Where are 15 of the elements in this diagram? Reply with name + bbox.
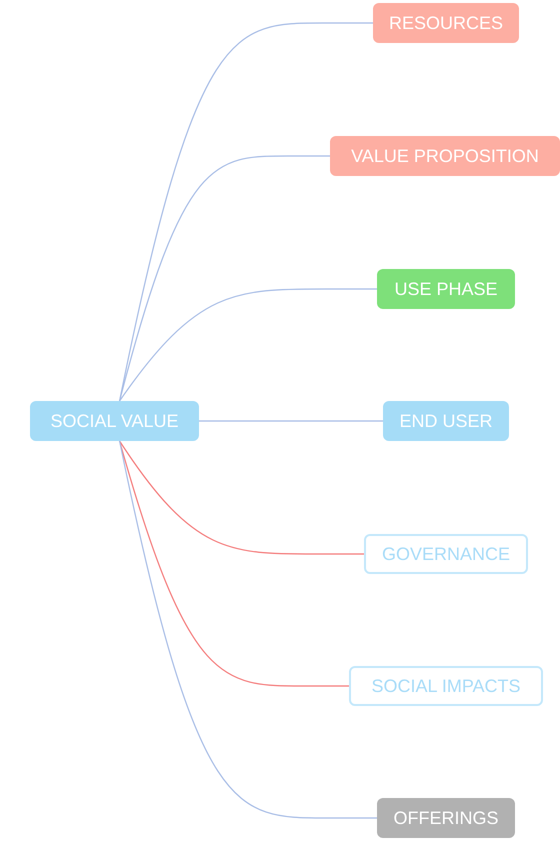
connector-line	[119, 440, 364, 555]
connector-line	[119, 288, 377, 402]
connector-line	[199, 420, 383, 422]
topic-box: END USER	[383, 401, 509, 441]
connector-line	[118, 22, 373, 402]
connector-line	[119, 440, 349, 687]
connector-line	[119, 155, 330, 402]
topic-box: GOVERNANCE	[364, 534, 528, 574]
topic-box: SOCIAL IMPACTS	[349, 666, 543, 706]
topic-box: SOCIAL VALUE	[30, 401, 199, 441]
topic-box: VALUE PROPOSITION	[330, 136, 560, 176]
connector-line	[118, 440, 377, 819]
topic-box: OFFERINGS	[377, 798, 515, 838]
topic-box: RESOURCES	[373, 3, 519, 43]
topic-box: USE PHASE	[377, 269, 515, 309]
